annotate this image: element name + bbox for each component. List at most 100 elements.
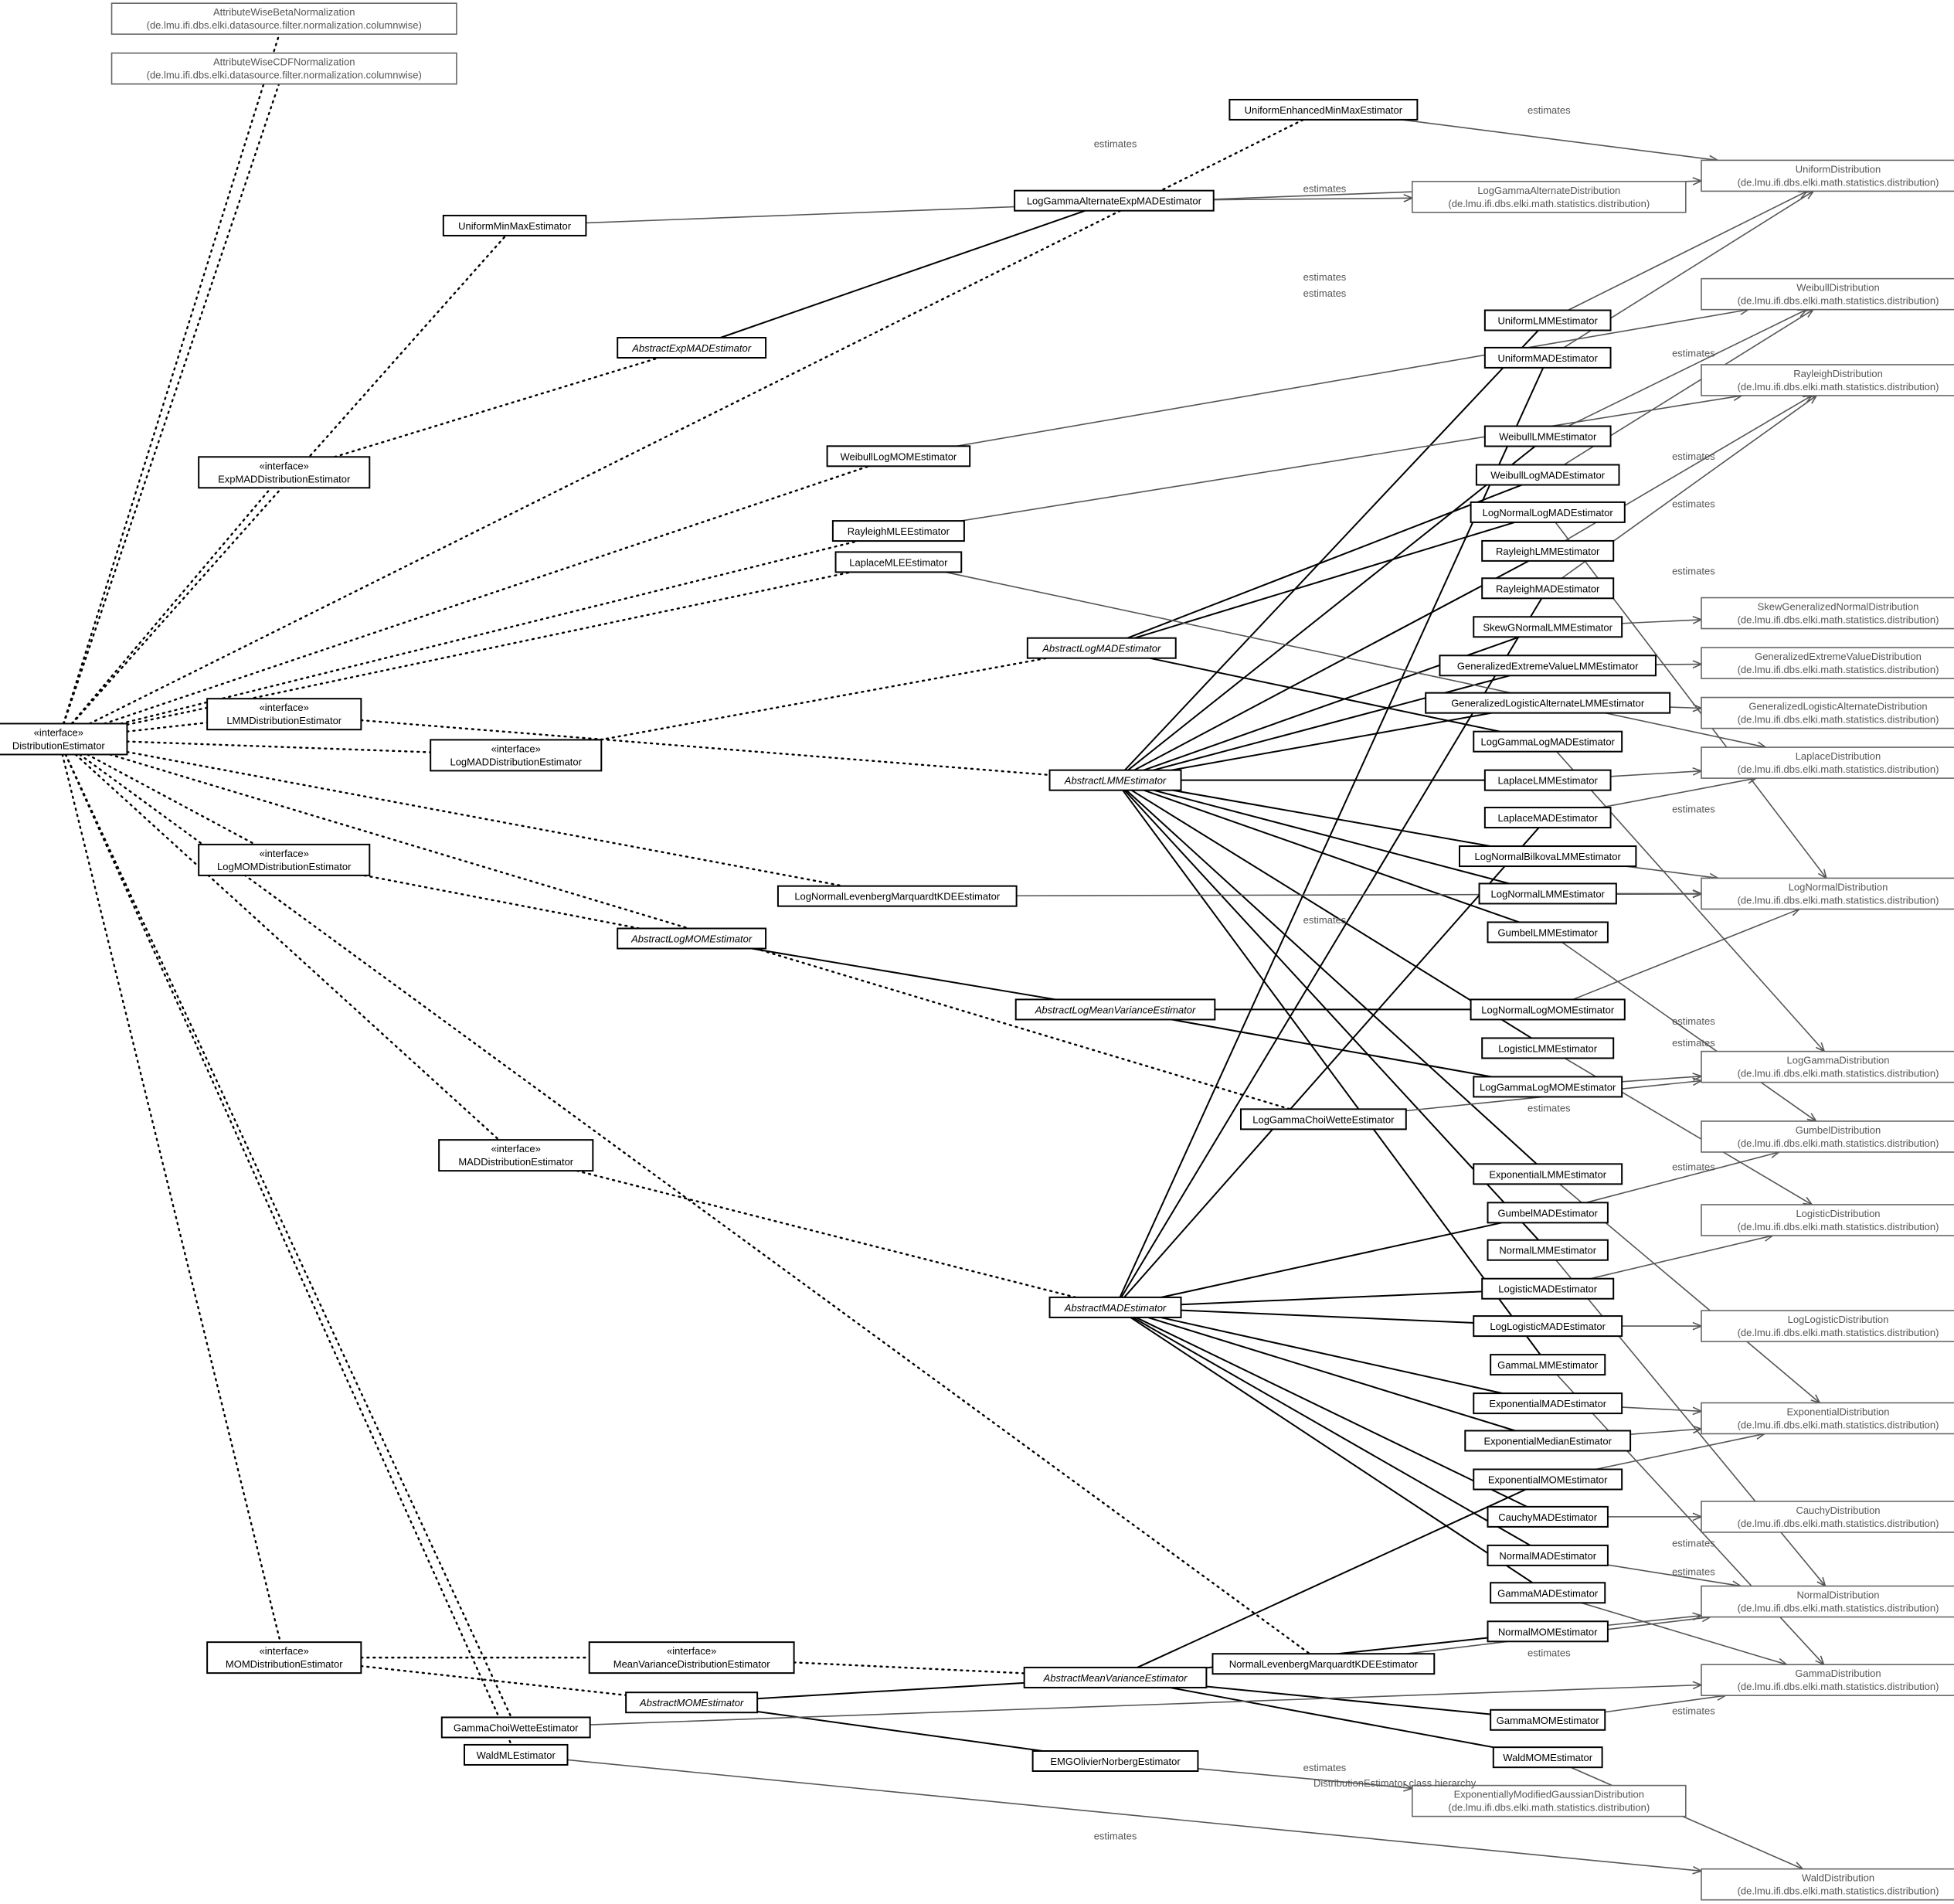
inheritance-edge bbox=[1153, 789, 1510, 885]
node-weibull-log-momestimator[interactable]: WeibullLogMOMEstimator bbox=[826, 445, 971, 468]
node-cauchy-distribution[interactable]: CauchyDistribution(de.lmu.ifi.dbs.elki.m… bbox=[1701, 1501, 1954, 1533]
node-uniform-madestimator[interactable]: UniformMADEstimator bbox=[1483, 346, 1612, 369]
node-exponential-distribution[interactable]: ExponentialDistribution(de.lmu.ifi.dbs.e… bbox=[1701, 1402, 1954, 1435]
node-cauchy-madestimator[interactable]: CauchyMADEstimator bbox=[1487, 1505, 1609, 1528]
node-wald-mlestimator[interactable]: WaldMLEstimator bbox=[463, 1743, 569, 1766]
edge-label: estimates bbox=[1672, 1161, 1715, 1172]
edge-label: estimates bbox=[1303, 271, 1347, 283]
node-logistic-lmmestimator[interactable]: LogisticLMMEstimator bbox=[1481, 1037, 1615, 1059]
dependency-edge bbox=[61, 753, 282, 1644]
node-abstract-lmmestimator[interactable]: AbstractLMMEstimator bbox=[1048, 769, 1182, 791]
node-skew-gnormal-lmmestimator[interactable]: SkewGNormalLMMEstimator bbox=[1473, 616, 1623, 638]
node-normal-distribution[interactable]: NormalDistribution(de.lmu.ifi.dbs.elki.m… bbox=[1701, 1585, 1954, 1618]
node-gumbel-madestimator[interactable]: GumbelMADEstimator bbox=[1487, 1202, 1609, 1224]
node-weibull-log-madestimator[interactable]: WeibullLogMADEstimator bbox=[1475, 464, 1620, 486]
node-abstract-log-madestimator[interactable]: AbstractLogMADEstimator bbox=[1026, 637, 1177, 659]
node-wald-distribution[interactable]: WaldDistribution(de.lmu.ifi.dbs.elki.mat… bbox=[1701, 1868, 1954, 1901]
node-name: LogGammaChoiWetteEstimator bbox=[1252, 1114, 1395, 1125]
node-exponential-median-estimator[interactable]: ExponentialMedianEstimator bbox=[1464, 1430, 1632, 1452]
node-gumbel-lmmestimator[interactable]: GumbelLMMEstimator bbox=[1487, 921, 1609, 944]
node-log-normal-lmmestimator[interactable]: LogNormalLMMEstimator bbox=[1478, 882, 1617, 905]
node-abstract-mean-variance-estimator[interactable]: AbstractMeanVarianceEstimator bbox=[1023, 1666, 1208, 1688]
node-normal-madestimator[interactable]: NormalMADEstimator bbox=[1487, 1544, 1609, 1566]
node-uniform-distribution[interactable]: UniformDistribution(de.lmu.ifi.dbs.elki.… bbox=[1701, 159, 1954, 192]
node-abstract-log-momestimator[interactable]: AbstractLogMOMEstimator bbox=[617, 927, 767, 950]
dependency-edge bbox=[363, 874, 641, 930]
node-laplace-lmmestimator[interactable]: LaplaceLMMEstimator bbox=[1483, 769, 1612, 791]
node-lmmdistribution-estimator[interactable]: «interface»LMMDistributionEstimator bbox=[206, 698, 362, 731]
node-exponential-lmmestimator[interactable]: ExponentialLMMEstimator bbox=[1473, 1163, 1623, 1185]
node-laplace-mleestimator[interactable]: LaplaceMLEEstimator bbox=[834, 551, 963, 573]
node-uniform-min-max-estimator[interactable]: UniformMinMaxEstimator bbox=[442, 214, 587, 236]
node-exp-maddistribution-estimator[interactable]: «interface»ExpMADDistributionEstimator bbox=[198, 456, 371, 489]
node-box bbox=[1701, 1402, 1954, 1435]
node-abstract-momestimator[interactable]: AbstractMOMEstimator bbox=[625, 1692, 759, 1714]
node-abstract-madestimator[interactable]: AbstractMADEstimator bbox=[1048, 1296, 1182, 1318]
node-log-normal-levenberg-marquardt-kdeestimator[interactable]: LogNormalLevenbergMarquardtKDEEstimator bbox=[777, 885, 1018, 907]
estimates-edge bbox=[1570, 1766, 1803, 1870]
node-wald-momestimator[interactable]: WaldMOMEstimator bbox=[1492, 1746, 1603, 1769]
node-log-logistic-madestimator[interactable]: LogLogisticMADEstimator bbox=[1473, 1315, 1623, 1338]
node-name: NormalMOMEstimator bbox=[1498, 1626, 1598, 1637]
node-logistic-distribution[interactable]: LogisticDistribution(de.lmu.ifi.dbs.elki… bbox=[1701, 1204, 1954, 1236]
node-laplace-madestimator[interactable]: LaplaceMADEstimator bbox=[1483, 807, 1612, 829]
node-maddistribution-estimator[interactable]: «interface»MADDistributionEstimator bbox=[438, 1139, 594, 1172]
node-log-gamma-alternate-exp-madestimator[interactable]: LogGammaAlternateExpMADEstimator bbox=[1014, 189, 1215, 212]
node-uniform-lmmestimator[interactable]: UniformLMMEstimator bbox=[1483, 309, 1612, 332]
node-log-momdistribution-estimator[interactable]: «interface»LogMOMDistributionEstimator bbox=[198, 843, 371, 876]
node-rayleigh-lmmestimator[interactable]: RayleighLMMEstimator bbox=[1481, 539, 1615, 562]
node-exponential-momestimator[interactable]: ExponentialMOMEstimator bbox=[1473, 1468, 1623, 1491]
node-gamma-madestimator[interactable]: GammaMADEstimator bbox=[1490, 1582, 1606, 1604]
node-uniform-enhanced-min-max-estimator[interactable]: UniformEnhancedMinMaxEstimator bbox=[1228, 98, 1419, 121]
node-box bbox=[1464, 1430, 1632, 1452]
node-generalized-extreme-value-lmmestimator[interactable]: GeneralizedExtremeValueLMMEstimator bbox=[1439, 654, 1657, 677]
node-log-gamma-log-madestimator[interactable]: LogGammaLogMADEstimator bbox=[1473, 730, 1623, 753]
node-normal-momestimator[interactable]: NormalMOMEstimator bbox=[1487, 1620, 1609, 1643]
node-attribute-wise-beta-normalization[interactable]: AttributeWiseBetaNormalization(de.lmu.if… bbox=[110, 2, 457, 35]
node-gamma-choi-wette-estimator[interactable]: GammaChoiWetteEstimator bbox=[440, 1716, 591, 1739]
node-distribution-estimator[interactable]: «interface»DistributionEstimator bbox=[0, 722, 128, 756]
node-gamma-lmmestimator[interactable]: GammaLMMEstimator bbox=[1490, 1354, 1606, 1376]
edge-label: estimates bbox=[1303, 914, 1347, 926]
node-normal-lmmestimator[interactable]: NormalLMMEstimator bbox=[1487, 1239, 1609, 1261]
node-emgolivier-norberg-estimator[interactable]: EMGOlivierNorbergEstimator bbox=[1031, 1750, 1199, 1773]
diagram-title: DistributionEstimator class hierarchy bbox=[1313, 1777, 1477, 1789]
node-rayleigh-distribution[interactable]: RayleighDistribution(de.lmu.ifi.dbs.elki… bbox=[1701, 364, 1954, 396]
node-exponentially-modified-gaussian-distribution[interactable]: ExponentiallyModifiedGaussianDistributio… bbox=[1412, 1784, 1687, 1817]
node-abstract-exp-madestimator[interactable]: AbstractExpMADEstimator bbox=[617, 336, 767, 359]
node-attribute-wise-cdfnormalization[interactable]: AttributeWiseCDFNormalization(de.lmu.ifi… bbox=[110, 52, 457, 85]
node-momdistribution-estimator[interactable]: «interface»MOMDistributionEstimator bbox=[206, 1641, 362, 1674]
node-abstract-log-mean-variance-estimator[interactable]: AbstractLogMeanVarianceEstimator bbox=[1014, 998, 1216, 1021]
node-normal-levenberg-marquardt-kdeestimator[interactable]: NormalLevenbergMarquardtKDEEstimator bbox=[1211, 1653, 1436, 1675]
node-exponential-madestimator[interactable]: ExponentialMADEstimator bbox=[1473, 1392, 1623, 1415]
node-log-gamma-choi-wette-estimator[interactable]: LogGammaChoiWetteEstimator bbox=[1239, 1108, 1407, 1130]
node-gamma-momestimator[interactable]: GammaMOMEstimator bbox=[1490, 1708, 1606, 1731]
node-rayleigh-madestimator[interactable]: RayleighMADEstimator bbox=[1481, 577, 1615, 600]
node-log-gamma-distribution[interactable]: LogGammaDistribution(de.lmu.ifi.dbs.elki… bbox=[1701, 1050, 1954, 1083]
node-generalized-logistic-alternate-distribution[interactable]: GeneralizedLogisticAlternateDistribution… bbox=[1701, 696, 1954, 729]
node-generalized-extreme-value-distribution[interactable]: GeneralizedExtremeValueDistribution(de.l… bbox=[1701, 647, 1954, 679]
node-box bbox=[1481, 1037, 1615, 1059]
node-box bbox=[777, 885, 1018, 907]
node-rayleigh-mleestimator[interactable]: RayleighMLEEstimator bbox=[831, 520, 965, 542]
node-gumbel-distribution[interactable]: GumbelDistribution(de.lmu.ifi.dbs.elki.m… bbox=[1701, 1120, 1954, 1153]
node-skew-generalized-normal-distribution[interactable]: SkewGeneralizedNormalDistribution(de.lmu… bbox=[1701, 597, 1954, 630]
node-log-logistic-distribution[interactable]: LogLogisticDistribution(de.lmu.ifi.dbs.e… bbox=[1701, 1310, 1954, 1342]
node-log-gamma-alternate-distribution[interactable]: LogGammaAlternateDistribution(de.lmu.ifi… bbox=[1412, 181, 1687, 213]
arrowhead-icon bbox=[1804, 190, 1815, 199]
node-weibull-distribution[interactable]: WeibullDistribution(de.lmu.ifi.dbs.elki.… bbox=[1701, 277, 1954, 311]
estimates-edge bbox=[1572, 908, 1800, 1001]
node-mean-variance-distribution-estimator[interactable]: «interface»MeanVarianceDistributionEstim… bbox=[588, 1641, 795, 1674]
node-generalized-logistic-alternate-lmmestimator[interactable]: GeneralizedLogisticAlternateLMMEstimator bbox=[1425, 692, 1671, 714]
node-log-normal-bilkova-lmmestimator[interactable]: LogNormalBilkovaLMMEstimator bbox=[1459, 845, 1637, 868]
node-log-normal-log-madestimator[interactable]: LogNormalLogMADEstimator bbox=[1470, 501, 1626, 523]
node-log-maddistribution-estimator[interactable]: «interface»LogMADDistributionEstimator bbox=[430, 739, 603, 772]
edge-label: estimates bbox=[1672, 1705, 1715, 1717]
node-gamma-distribution[interactable]: GammaDistribution(de.lmu.ifi.dbs.elki.ma… bbox=[1701, 1664, 1954, 1696]
node-laplace-distribution[interactable]: LaplaceDistribution(de.lmu.ifi.dbs.elki.… bbox=[1701, 746, 1954, 779]
node-weibull-lmmestimator[interactable]: WeibullLMMEstimator bbox=[1483, 425, 1612, 447]
node-log-gamma-log-momestimator[interactable]: LogGammaLogMOMEstimator bbox=[1473, 1076, 1623, 1098]
node-log-normal-log-momestimator[interactable]: LogNormalLogMOMEstimator bbox=[1470, 998, 1626, 1021]
node-log-normal-distribution[interactable]: LogNormalDistribution(de.lmu.ifi.dbs.elk… bbox=[1701, 877, 1954, 910]
node-logistic-madestimator[interactable]: LogisticMADEstimator bbox=[1481, 1277, 1615, 1300]
